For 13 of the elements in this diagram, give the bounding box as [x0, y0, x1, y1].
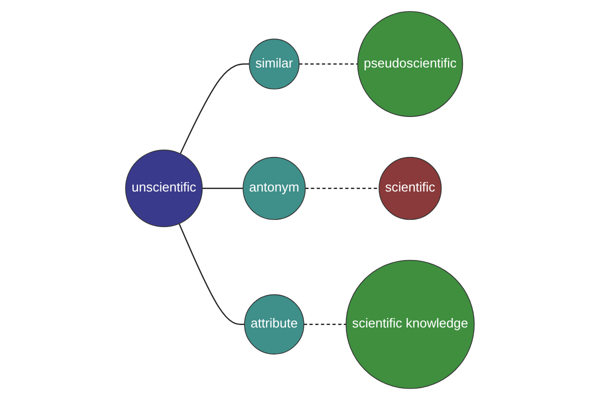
connector — [299, 63, 358, 65]
connector — [304, 324, 346, 325]
node-circle: scientific knowledge — [346, 260, 475, 389]
node-circle: antonym — [242, 156, 306, 220]
node-circle: scientific — [378, 156, 442, 220]
node-circle: attribute — [244, 294, 304, 354]
connector — [180, 63, 250, 154]
connector — [202, 188, 244, 190]
node-circle: unscientific — [125, 150, 203, 228]
connector — [178, 223, 245, 325]
node-circle: similar — [248, 38, 300, 90]
connector — [305, 188, 380, 190]
node-circle: pseudoscientific — [357, 11, 464, 117]
